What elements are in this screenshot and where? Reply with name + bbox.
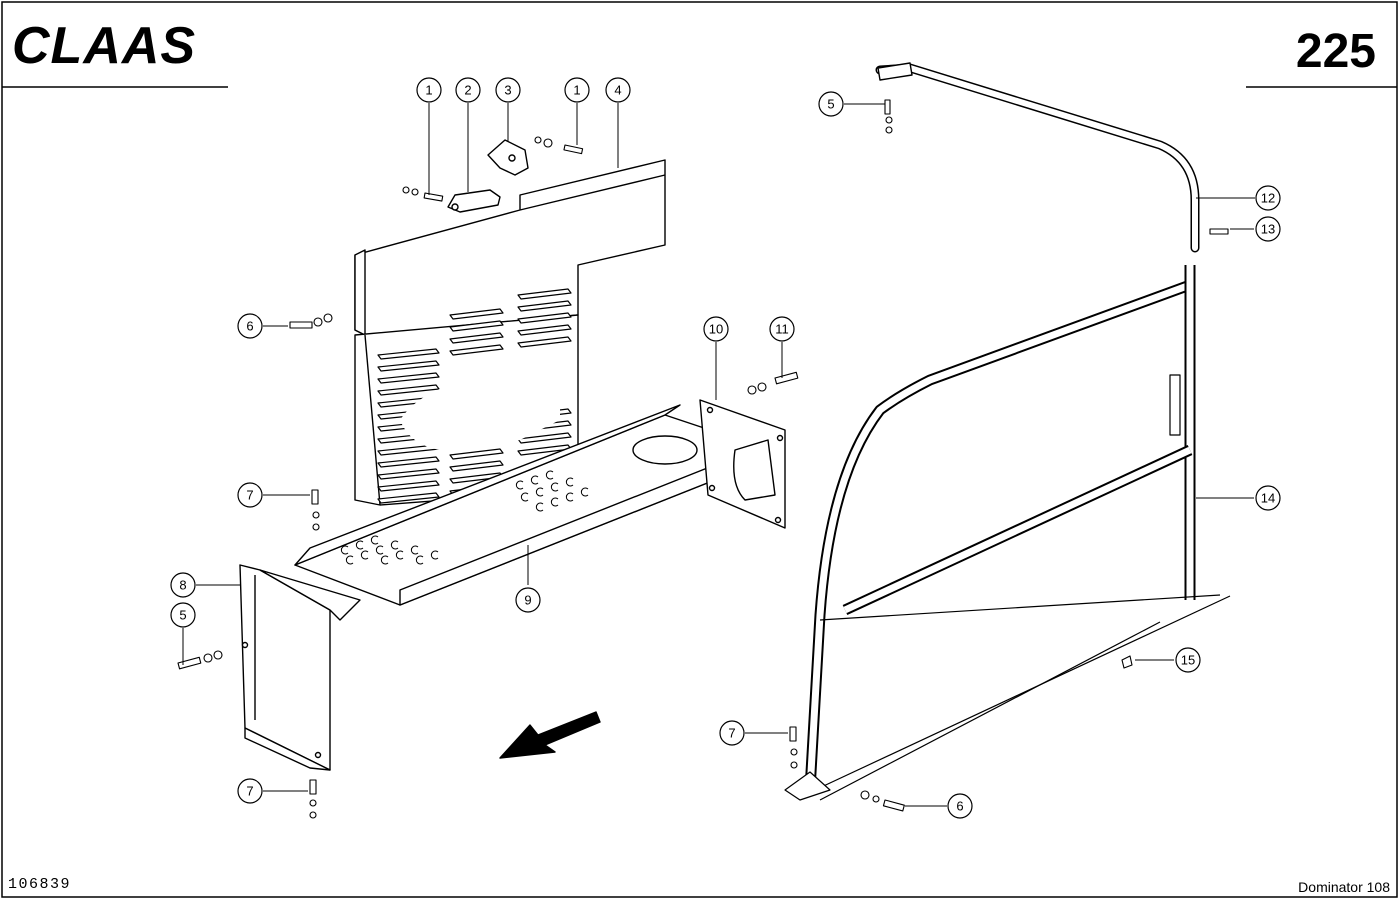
callout-label: 15 — [1181, 653, 1195, 668]
callout-label: 2 — [464, 83, 471, 98]
bent-tube-part-12 — [875, 62, 1200, 253]
callout-label: 6 — [956, 799, 963, 814]
page-number: 225 — [1296, 25, 1376, 78]
frame-part-14 — [784, 265, 1231, 801]
travel-direction-arrow-icon — [499, 711, 601, 759]
brand-logo: CLAAS — [12, 17, 196, 75]
callout-7: 7 — [237, 482, 263, 508]
callout-label: 4 — [614, 83, 621, 98]
callout-label: 7 — [246, 488, 253, 503]
callout-label: 7 — [728, 726, 735, 741]
callout-11: 11 — [769, 316, 795, 342]
side-panel-part-8 — [239, 564, 361, 771]
louvred-cover-part-4 — [354, 159, 666, 506]
callout-15: 15 — [1175, 647, 1201, 673]
callout-label: 14 — [1261, 491, 1275, 506]
callout-8: 8 — [170, 572, 196, 598]
callout-label: 3 — [504, 83, 511, 98]
bracket-part-3 — [487, 139, 529, 176]
bottom-tray-part-9 — [294, 404, 741, 606]
callout-label: 6 — [246, 319, 253, 334]
callout-label: 10 — [709, 322, 723, 337]
callout-label: 1 — [425, 83, 432, 98]
callout-5: 5 — [170, 602, 196, 628]
callout-13: 13 — [1255, 216, 1281, 242]
callout-7: 7 — [237, 778, 263, 804]
callout-10: 10 — [703, 316, 729, 342]
callout-label: 13 — [1261, 222, 1275, 237]
callout-4: 4 — [605, 77, 631, 103]
callout-label: 11 — [775, 322, 789, 337]
drawing-number: 106839 — [8, 876, 71, 893]
clamp-part-2 — [447, 189, 501, 213]
model-name: Dominator 108 — [1298, 879, 1390, 895]
callout-label: 5 — [179, 608, 186, 623]
callout-3: 3 — [495, 77, 521, 103]
callout-1: 1 — [416, 77, 442, 103]
callout-9: 9 — [515, 587, 541, 613]
callout-label: 5 — [827, 97, 834, 112]
callout-7: 7 — [719, 720, 745, 746]
callout-6: 6 — [947, 793, 973, 819]
callout-label: 1 — [573, 83, 580, 98]
callout-1: 1 — [564, 77, 590, 103]
fasteners — [177, 99, 1229, 819]
callout-label: 7 — [246, 784, 253, 799]
callout-2: 2 — [455, 77, 481, 103]
callout-14: 14 — [1255, 485, 1281, 511]
leader-lines — [182, 103, 1255, 807]
end-plate-part-10 — [699, 399, 786, 529]
callout-5: 5 — [818, 91, 844, 117]
callout-12: 12 — [1255, 185, 1281, 211]
callout-6: 6 — [237, 313, 263, 339]
callout-label: 8 — [179, 578, 186, 593]
callout-label: 9 — [524, 593, 531, 608]
callout-label: 12 — [1261, 191, 1275, 206]
